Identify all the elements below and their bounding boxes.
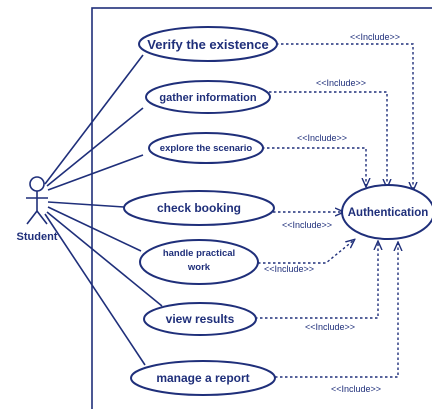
use-case-authentication[interactable]: Authentication: [341, 184, 432, 240]
use-case-results-label: view results: [166, 312, 235, 326]
actor-left-leg: [26, 210, 38, 225]
use-case-explore-label: explore the scenario: [160, 143, 253, 154]
use-case-report[interactable]: manage a report: [130, 360, 276, 396]
association-verify: [44, 54, 144, 185]
use-case-gather[interactable]: gather information: [145, 80, 271, 114]
include-line-practical: [258, 240, 354, 264]
include-labels: <<Include>> <<Include>> <<Include>> <<In…: [264, 32, 400, 394]
use-case-verify-label: Verify the existence: [147, 37, 268, 52]
association-practical: [47, 206, 142, 252]
include-label-gather: <<Include>>: [316, 78, 366, 88]
system-boundary: [91, 7, 432, 409]
use-case-practical[interactable]: handle practical work: [139, 239, 259, 285]
actor-label: Student: [17, 231, 58, 243]
use-case-practical-label-box: handle practical work: [162, 248, 236, 273]
include-line-report: [275, 243, 398, 378]
use-case-explore-ellipse[interactable]: [148, 132, 264, 164]
association-report: [44, 213, 146, 366]
include-label-practical: <<Include>>: [264, 264, 314, 274]
include-label-report: <<Include>>: [331, 384, 381, 394]
include-line-verify: [276, 43, 413, 190]
include-line-gather: [269, 91, 387, 187]
actor-head: [29, 176, 45, 192]
use-case-gather-label: gather information: [159, 92, 256, 104]
use-case-explore[interactable]: explore the scenario: [148, 132, 264, 164]
association-explore: [47, 154, 144, 191]
use-case-results-ellipse[interactable]: [143, 302, 257, 336]
use-case-verify-ellipse[interactable]: [138, 26, 278, 62]
include-line-explore: [262, 147, 366, 186]
include-relationships: [255, 43, 413, 378]
association-gather: [46, 107, 144, 187]
use-case-authentication-label: Authentication: [348, 207, 429, 219]
actor-student: Student: [17, 176, 58, 243]
include-line-results: [255, 242, 378, 319]
use-case-report-label: manage a report: [156, 371, 249, 385]
use-case-authentication-ellipse[interactable]: [341, 184, 432, 240]
include-label-booking: <<Include>>: [282, 220, 332, 230]
include-label-results: <<Include>>: [305, 322, 355, 332]
include-label-verify: <<Include>>: [350, 32, 400, 42]
include-label-explore: <<Include>>: [297, 133, 347, 143]
use-case-booking-ellipse[interactable]: [123, 190, 275, 226]
association-booking: [47, 201, 125, 208]
use-case-booking[interactable]: check booking: [123, 190, 275, 226]
use-case-report-ellipse[interactable]: [130, 360, 276, 396]
use-case-practical-ellipse[interactable]: [139, 239, 259, 285]
use-case-booking-label: check booking: [157, 201, 241, 215]
use-case-gather-ellipse[interactable]: [145, 80, 271, 114]
association-results: [46, 211, 163, 307]
use-case-results[interactable]: view results: [143, 302, 257, 336]
use-case-verify[interactable]: Verify the existence: [138, 26, 278, 62]
associations: [44, 54, 163, 366]
actor-right-leg: [36, 210, 48, 225]
use-case-practical-label: handle practical work: [162, 248, 236, 273]
